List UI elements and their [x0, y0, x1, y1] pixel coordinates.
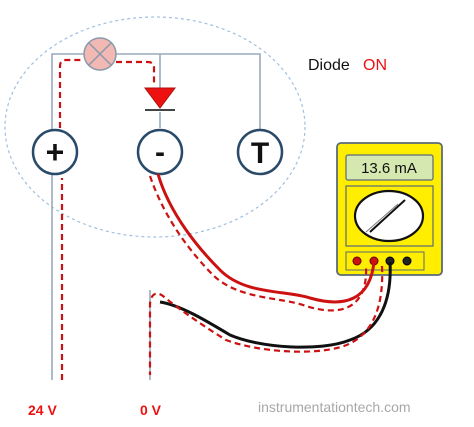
- black-test-lead: [159, 261, 392, 349]
- supply-24v-label: 24 V: [28, 402, 57, 418]
- supply-0v-label: 0 V: [140, 402, 162, 418]
- credit-watermark: instrumentationtech.com: [258, 399, 411, 415]
- current-path: [58, 58, 384, 380]
- wire-lamp-right: [116, 53, 261, 130]
- multimeter: 13.6 mA: [336, 142, 443, 276]
- current-path-lamp-to-diode: [116, 60, 156, 84]
- current-path-return: [148, 265, 384, 375]
- probe-jack-panel: [345, 251, 425, 271]
- analog-needle: [369, 199, 406, 233]
- lamp-icon: [83, 37, 117, 71]
- enclosure-outline: [4, 16, 306, 238]
- diode-state: ON: [363, 57, 387, 74]
- probe-jack-1: [352, 256, 362, 266]
- current-path-24v-to-lamp: [58, 58, 84, 380]
- analog-scale-dial: [353, 189, 425, 243]
- red-test-lead: [156, 173, 376, 304]
- current-path-to-meter: [148, 175, 368, 312]
- diode-icon: [144, 87, 176, 111]
- terminal-negative: -: [136, 128, 184, 176]
- diode-label: Diode: [308, 57, 350, 74]
- probe-jack-4: [402, 256, 412, 266]
- terminal-test-label: T: [251, 137, 269, 170]
- analog-needle-shadow: [365, 203, 399, 233]
- multimeter-display: [345, 154, 434, 181]
- terminal-negative-label: -: [155, 136, 165, 169]
- terminal-positive: +: [31, 128, 79, 176]
- wire-lamp-left: [51, 53, 84, 150]
- terminal-positive-label: +: [46, 134, 65, 170]
- terminal-test: T: [236, 128, 284, 176]
- multimeter-reading: 13.6 mA: [361, 160, 417, 177]
